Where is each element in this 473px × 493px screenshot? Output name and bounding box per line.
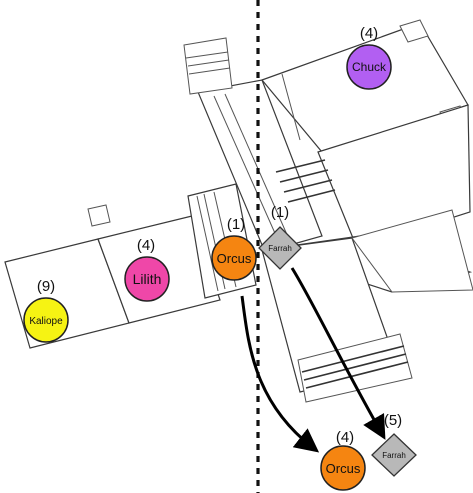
orcus-end-circle <box>320 445 366 491</box>
token-lilith: (4) Lilith <box>124 237 170 302</box>
movement-arrows <box>240 267 386 453</box>
orcus-end-count-label: (4) <box>336 429 354 446</box>
kaliope-count-label: (9) <box>37 278 55 295</box>
token-farrah-end: (5) Farrah <box>371 412 417 477</box>
farrah-end-name-label: Farrah <box>382 451 406 460</box>
chuck-count-label: (4) <box>360 25 378 42</box>
orcus-start-name-label: Orcus <box>217 251 252 266</box>
farrah-start-name-label: Farrah <box>268 244 292 253</box>
kaliope-name-label: Kaliope <box>29 316 63 327</box>
orcus-start-count-label: (1) <box>227 216 245 233</box>
farrah-move-arrow <box>290 267 386 440</box>
room-top-stairs <box>183 37 233 95</box>
orcus-move-arrow <box>240 295 320 453</box>
lilith-name-label: Lilith <box>133 271 162 287</box>
farrah-end-diamond <box>371 433 417 477</box>
token-orcus-start: (1) Orcus <box>211 216 257 281</box>
token-chuck: (4) Chuck <box>346 25 392 90</box>
farrah-end-count-label: (5) <box>384 412 402 429</box>
token-farrah-start: (1) Farrah <box>258 204 302 270</box>
token-kaliope: (9) Kaliope <box>23 278 69 343</box>
farrah-start-count-label: (1) <box>271 204 289 221</box>
farrah-start-diamond <box>258 226 302 270</box>
lilith-count-label: (4) <box>137 237 155 254</box>
token-orcus-end: (4) Orcus <box>320 429 366 491</box>
room-east-corridor <box>275 104 471 249</box>
orcus-start-circle <box>211 235 257 281</box>
floor-plan <box>4 19 473 403</box>
chuck-circle <box>346 44 392 90</box>
orcus-end-name-label: Orcus <box>326 461 361 476</box>
room-central <box>197 79 323 253</box>
kaliope-circle <box>23 297 69 343</box>
chuck-name-label: Chuck <box>352 60 387 74</box>
lilith-circle <box>124 256 170 302</box>
